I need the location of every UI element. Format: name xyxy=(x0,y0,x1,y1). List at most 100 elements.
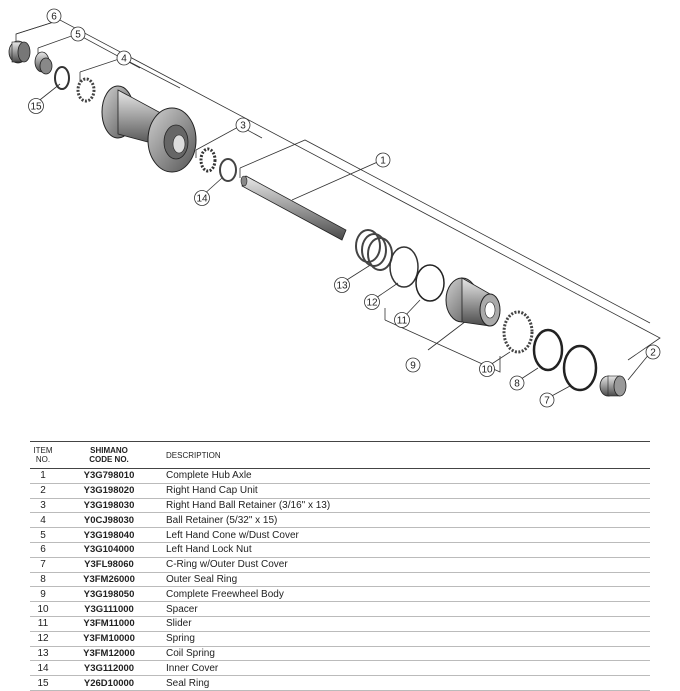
spacer-part xyxy=(502,310,534,354)
code-no-cell: Y3G198040 xyxy=(56,527,162,543)
code-no-cell: Y3G798010 xyxy=(56,468,162,484)
code-no-cell: Y3G104000 xyxy=(56,542,162,558)
callout-13: 13 xyxy=(334,277,350,293)
svg-text:11: 11 xyxy=(397,316,408,327)
item-no-cell: 8 xyxy=(30,572,56,588)
svg-text:8: 8 xyxy=(514,379,520,390)
code-no-cell: Y3FM10000 xyxy=(56,631,162,647)
description-header: DESCRIPTION xyxy=(162,441,650,469)
item-no-cell: 2 xyxy=(30,483,56,499)
lock-nut-part xyxy=(8,40,31,64)
item-no-cell: 5 xyxy=(30,527,56,543)
item-no-cell: 9 xyxy=(30,586,56,603)
c-ring-part xyxy=(562,344,598,392)
description-cell: Inner Cover xyxy=(162,660,650,677)
callout-14: 14 xyxy=(194,190,210,206)
description-cell: Spacer xyxy=(162,601,650,617)
callout-2: 2 xyxy=(645,344,661,360)
callout-12: 12 xyxy=(364,294,380,310)
svg-text:2: 2 xyxy=(650,348,656,359)
code-no-cell: Y3FM12000 xyxy=(56,646,162,662)
item-no-header: ITEM NO. xyxy=(30,441,56,469)
svg-text:4: 4 xyxy=(121,54,127,65)
hub-axle-part xyxy=(240,175,347,241)
code-no-cell: Y3G198050 xyxy=(56,586,162,603)
code-no-cell: Y3G198020 xyxy=(56,483,162,499)
code-no-cell: Y3G198030 xyxy=(56,498,162,514)
svg-text:9: 9 xyxy=(410,361,416,372)
item-no-cell: 13 xyxy=(30,646,56,662)
description-cell: Slider xyxy=(162,616,650,632)
description-cell: Left Hand Lock Nut xyxy=(162,542,650,558)
callout-6: 6 xyxy=(46,8,62,24)
outer-seal-ring-part xyxy=(532,328,564,372)
callout-1: 1 xyxy=(375,152,391,168)
description-cell: Outer Seal Ring xyxy=(162,572,650,588)
description-cell: Spring xyxy=(162,631,650,647)
table-header-row: ITEM NO. SHIMANO CODE NO. DESCRIPTION xyxy=(30,441,650,469)
item-no-cell: 15 xyxy=(30,675,56,691)
item-no-cell: 10 xyxy=(30,601,56,617)
code-no-cell: Y3FL98060 xyxy=(56,557,162,573)
callout-3: 3 xyxy=(235,117,251,133)
item-no-cell: 11 xyxy=(30,616,56,632)
callout-9: 9 xyxy=(405,357,421,373)
description-cell: Right Hand Cap Unit xyxy=(162,483,650,499)
description-cell: Coil Spring xyxy=(162,646,650,662)
callout-11: 11 xyxy=(394,312,410,328)
callout-5: 5 xyxy=(70,26,86,42)
code-header-line2: CODE NO. xyxy=(89,455,129,464)
svg-text:10: 10 xyxy=(481,365,493,376)
description-cell: Left Hand Cone w/Dust Cover xyxy=(162,527,650,543)
code-no-cell: Y3FM11000 xyxy=(56,616,162,632)
callout-7: 7 xyxy=(539,392,555,408)
description-cell: Seal Ring xyxy=(162,675,650,691)
svg-text:13: 13 xyxy=(336,281,348,292)
item-no-cell: 6 xyxy=(30,542,56,558)
freewheel-body-part xyxy=(445,277,501,327)
svg-text:6: 6 xyxy=(51,12,57,23)
hub-shell-part xyxy=(101,85,197,173)
item-no-cell: 7 xyxy=(30,557,56,573)
svg-text:3: 3 xyxy=(240,121,246,132)
coil-spring-part xyxy=(355,229,393,271)
svg-text:15: 15 xyxy=(30,102,42,113)
callout-10: 10 xyxy=(479,361,495,377)
bracket-lines xyxy=(15,19,661,399)
inner-cover-part xyxy=(219,158,237,182)
callout-15: 15 xyxy=(28,98,44,114)
svg-text:14: 14 xyxy=(196,194,208,205)
exploded-hub-diagram: 6 5 4 15 3 1 14 13 12 11 9 10 xyxy=(8,8,661,408)
cone-part xyxy=(34,51,53,75)
description-cell: Right Hand Ball Retainer (3/16" x 13) xyxy=(162,498,650,514)
description-cell: Ball Retainer (5/32" x 15) xyxy=(162,512,650,529)
code-no-cell: Y3G111000 xyxy=(56,601,162,617)
code-no-header: SHIMANO CODE NO. xyxy=(56,441,162,469)
callout-8: 8 xyxy=(509,375,525,391)
code-no-cell: Y3G112000 xyxy=(56,660,162,677)
code-no-cell: Y26D10000 xyxy=(56,675,162,691)
item-no-cell: 12 xyxy=(30,631,56,647)
item-no-cell: 1 xyxy=(30,468,56,484)
description-cell: Complete Hub Axle xyxy=(162,468,650,484)
slider-part xyxy=(415,264,445,302)
description-cell: C-Ring w/Outer Dust Cover xyxy=(162,557,650,573)
svg-text:12: 12 xyxy=(366,298,378,309)
spring-part xyxy=(389,246,419,288)
item-no-cell: 3 xyxy=(30,498,56,514)
